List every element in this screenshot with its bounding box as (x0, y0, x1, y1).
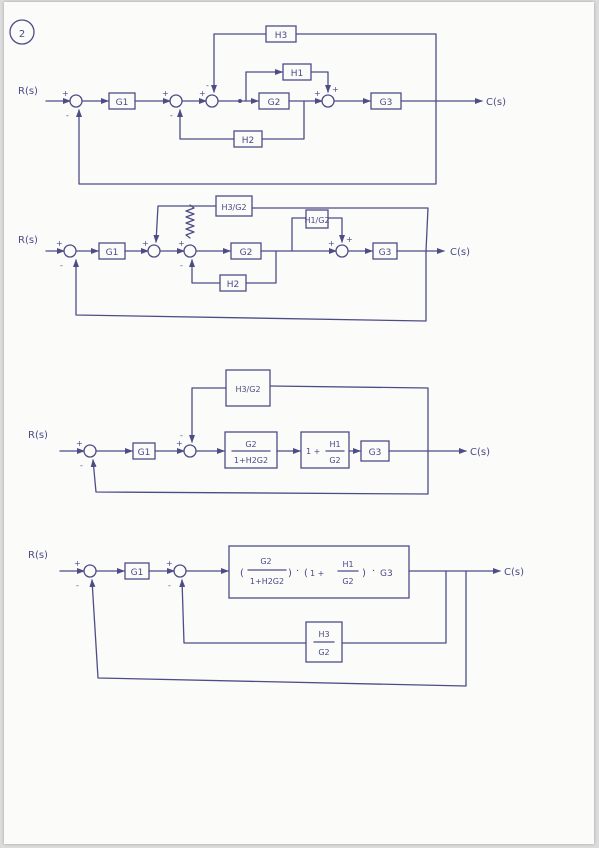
d3-sum-den: G2 (329, 456, 340, 465)
d4-frac-h1: H1 (342, 560, 353, 569)
d2-sign: - (180, 261, 183, 270)
d4-g1-label: G1 (131, 568, 144, 578)
d1-sign: + (62, 89, 69, 98)
d3-sum-one: 1 + (306, 447, 320, 456)
d2-sign: + (178, 239, 185, 248)
d1-h2-label: H2 (242, 136, 255, 146)
d4-dot: · (296, 566, 299, 577)
d2-summing-junction-4 (335, 244, 349, 258)
d2-g3-label: G3 (379, 248, 392, 258)
d3-summing-junction-2 (183, 444, 197, 458)
d2-summing-junction-2 (147, 244, 161, 258)
d4-paren: ( (304, 568, 308, 579)
d3-g1-label: G1 (138, 448, 151, 458)
d4-dot: · (372, 566, 375, 577)
d2-block-h1-over-g2 (305, 209, 329, 229)
d1-h1-label: H1 (291, 69, 304, 79)
d1-summing-junction-2 (169, 94, 183, 108)
d4-frac-g2: G2 (342, 577, 353, 586)
d4-one-plus: 1 + (310, 569, 324, 578)
d2-sign: + (346, 235, 353, 244)
d1-sign: - (66, 111, 69, 120)
d1-g3-label: G3 (380, 98, 393, 108)
d3-g3-label: G3 (369, 448, 382, 458)
d2-h1g2-label: H1/G2 (304, 216, 329, 225)
d4-summing-junction-2 (173, 564, 187, 578)
diagram-4-combined: R(s) + - G1 + - ( G2 1+H2G2 ) · ( 1 + H1… (28, 545, 524, 687)
diagram-1-original: R(s) + - G1 + - + - G2 + + G3 C(s) H3 (18, 25, 506, 185)
d3-block-closed-loop-g2 (224, 431, 278, 469)
d1-input-label: R(s) (18, 86, 38, 97)
d1-sign: + (199, 89, 206, 98)
d1-g2-label: G2 (268, 98, 281, 108)
block-diagram-sheet: 2 R(s) + - G1 + - + - G2 + + G3 C(s) (9, 19, 524, 687)
d2-sign: + (142, 239, 149, 248)
d4-input-label: R(s) (28, 550, 48, 561)
d2-g1-label: G1 (106, 248, 119, 258)
d1-sign: + (332, 85, 339, 94)
diagram-3-reduced: R(s) + - G1 + - G2 1+H2G2 1 + H1 G2 G3 C… (28, 369, 490, 495)
d1-summing-junction-1 (69, 94, 83, 108)
d3-sign: + (76, 439, 83, 448)
d4-sign: - (76, 581, 79, 590)
d1-g1-label: G1 (116, 98, 129, 108)
d2-output-label: C(s) (450, 247, 470, 258)
d3-input-label: R(s) (28, 430, 48, 441)
d2-g2-label: G2 (240, 248, 253, 258)
d3-summing-junction-1 (83, 444, 97, 458)
d4-paren: ) (362, 568, 366, 579)
d2-h2-label: H2 (227, 280, 240, 290)
d3-closed-num: G2 (245, 440, 256, 449)
d4-paren: ( (240, 568, 244, 579)
d1-sign: - (206, 81, 209, 90)
d1-sign: + (314, 89, 321, 98)
d3-output-label: C(s) (470, 447, 490, 458)
d2-sign: + (56, 239, 63, 248)
d4-num-g2: G2 (260, 557, 271, 566)
d1-summing-junction-4 (321, 94, 335, 108)
d4-summing-junction-1 (83, 564, 97, 578)
d4-sign: - (168, 581, 171, 590)
d4-h3: H3 (318, 630, 329, 639)
d4-g3-label: G3 (380, 569, 393, 579)
d2-summing-junction-1 (63, 244, 77, 258)
d1-output-label: C(s) (486, 97, 506, 108)
d3-sum-num: H1 (329, 440, 340, 449)
problem-number: 2 (9, 19, 35, 45)
d4-block-h3-over-g2 (305, 621, 343, 663)
problem-number-label: 2 (19, 29, 25, 40)
d3-closed-den: 1+H2G2 (234, 456, 268, 465)
d3-sign: + (176, 439, 183, 448)
d1-summing-junction-3 (205, 94, 219, 108)
d3-sign: - (180, 431, 183, 440)
d4-sign: + (74, 559, 81, 568)
d3-block-one-plus-h1-over-g2 (300, 431, 350, 469)
d1-sign: + (162, 89, 169, 98)
d2-h3g2-label: H3/G2 (221, 203, 246, 212)
d1-h3-label: H3 (275, 31, 288, 41)
d1-sign: - (170, 111, 173, 120)
d4-paren: ) (288, 568, 292, 579)
d2-summing-junction-3 (183, 244, 197, 258)
d2-input-label: R(s) (18, 235, 38, 246)
d4-output-label: C(s) (504, 567, 524, 578)
d3-sign: - (80, 461, 83, 470)
d3-h3g2-label: H3/G2 (235, 385, 260, 394)
notebook-page: 2 R(s) + - G1 + - + - G2 + + G3 C(s) (4, 2, 594, 844)
d4-block-combined-forward (228, 545, 410, 599)
d2-sign: - (60, 261, 63, 270)
d4-den-g2: 1+H2G2 (250, 577, 284, 586)
diagram-2-moved-pickoff: R(s) + - G1 + + - G2 + + G3 C(s) H3/G2 (18, 195, 470, 322)
d2-sign: + (328, 239, 335, 248)
d4-fb-g2: G2 (318, 648, 329, 657)
d4-sign: + (166, 559, 173, 568)
